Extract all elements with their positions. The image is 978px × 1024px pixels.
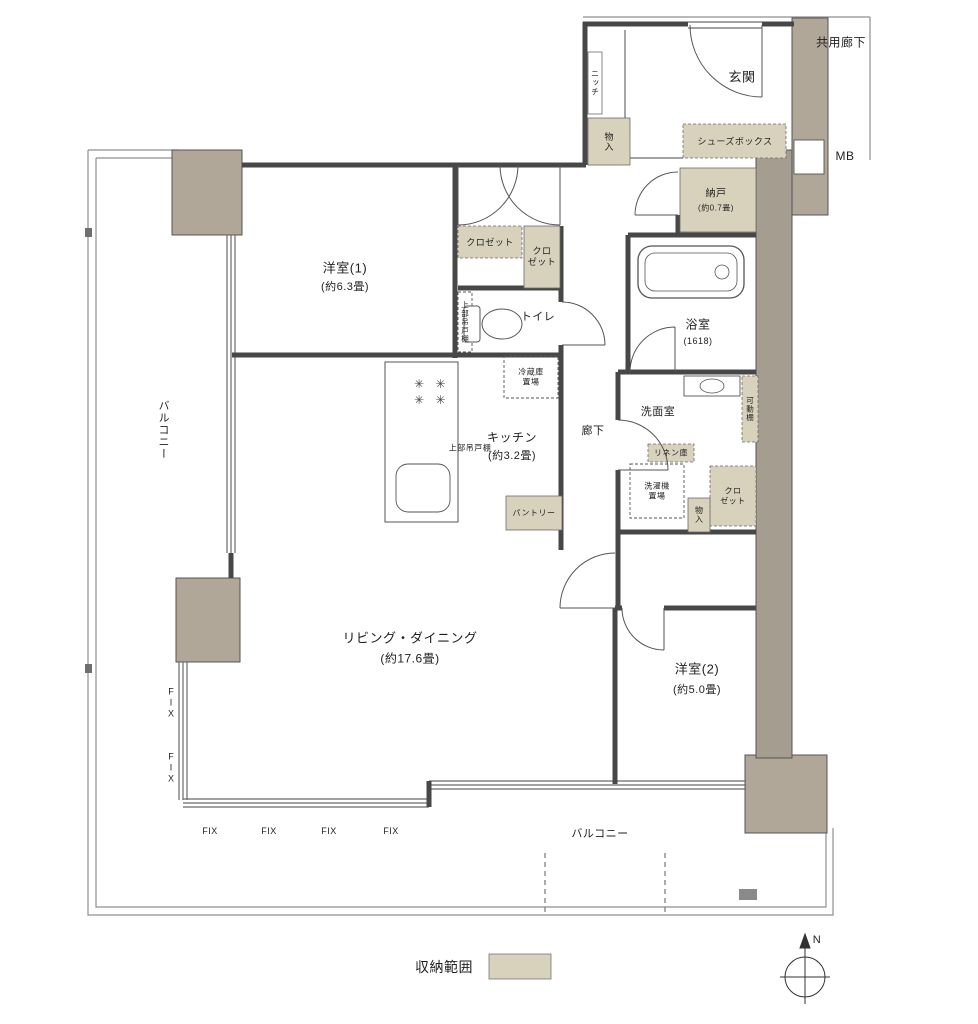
fridge-label: 冷蔵庫 置場 <box>518 367 544 386</box>
nando-door <box>634 171 679 216</box>
movable-shelf <box>741 375 759 443</box>
compass-cross <box>780 946 830 1004</box>
mb-box <box>793 139 825 175</box>
kitchen-sink <box>395 463 451 513</box>
shoes-box <box>682 123 787 159</box>
bathroom-name: 浴室 <box>685 317 711 332</box>
vanity-basin <box>699 378 725 394</box>
rail-post <box>85 664 92 673</box>
shoes-box-label: シューズボックス <box>697 136 773 147</box>
pantry-box <box>505 495 563 531</box>
bathtub-inner <box>644 252 738 292</box>
toilet-label: トイレ <box>520 311 556 323</box>
nando-room <box>679 167 757 233</box>
washer-space <box>629 463 685 519</box>
thin-lines <box>624 30 683 160</box>
niche <box>587 51 603 115</box>
hall-storage-label: 物入 <box>603 132 614 152</box>
pantry-label: パントリー <box>512 508 556 518</box>
closet-c-label: クロ ゼット <box>720 486 746 505</box>
balcony-outline <box>87 16 871 916</box>
column-bottom-right <box>744 754 828 834</box>
fix-label-bottom-4: FIX <box>383 826 399 836</box>
nando-label: 納戸 <box>705 188 727 200</box>
bedroom2-size: (約5.0畳) <box>672 684 722 696</box>
closet-b-label: クロ ゼット <box>527 246 557 267</box>
nando-size-label: (約0.7畳) <box>698 203 734 213</box>
wash-storage-label: 物入 <box>694 506 704 524</box>
fix-label-bottom-3: FIX <box>321 826 337 836</box>
genkan-label: 玄関 <box>728 69 756 85</box>
balcony-left-label: バルコニー <box>157 400 169 460</box>
balcony-drain <box>739 889 757 900</box>
closet-door-right <box>499 164 561 226</box>
toilet-upper-cabinet <box>457 291 473 353</box>
column-mid-left <box>175 577 241 663</box>
living-name: リビング・ダイニング <box>342 630 478 646</box>
column-top-left <box>171 149 243 236</box>
washroom-door <box>617 419 669 471</box>
stove-burners-row1: ✳ ✳ <box>414 377 449 391</box>
bedroom2-name: 洋室(2) <box>674 661 720 677</box>
kitchen-cabinet-label: 上部吊戸棚 <box>448 443 492 453</box>
legend-label: 収納範囲 <box>415 959 473 975</box>
mb-label: MB <box>835 149 855 163</box>
balcony-rail-outer <box>87 16 871 916</box>
balcony-bottom-label: バルコニー <box>571 828 629 840</box>
bedroom1-size: (約6.3畳) <box>320 281 370 293</box>
rail-post <box>85 228 92 237</box>
wash-storage <box>687 497 711 533</box>
kitchen-name: キッチン <box>486 430 538 445</box>
window-bands <box>178 21 762 808</box>
storage-fills <box>391 51 787 533</box>
closet-b <box>523 225 561 289</box>
hall-storage <box>587 117 631 166</box>
washer-label: 洗濯機 置場 <box>644 481 670 500</box>
bath-faucet <box>714 264 730 280</box>
closet-c <box>709 465 757 527</box>
linen-label: リネン庫 <box>654 448 688 458</box>
hallway-label: 廊下 <box>581 425 605 437</box>
common-corridor-label: 共用廊下 <box>815 35 867 50</box>
movable-shelf-label: 可動棚 <box>745 396 755 422</box>
washroom-label: 洗面室 <box>640 406 676 418</box>
balcony-details <box>85 228 757 912</box>
legend-swatch <box>488 953 552 980</box>
bathroom-size: (1618) <box>683 336 713 346</box>
kitchen-size: (約3.2畳) <box>487 450 537 462</box>
compass-north-label: N <box>812 934 822 946</box>
column-top-right <box>791 17 829 216</box>
bedroom2-door <box>621 607 665 651</box>
toilet-cabinet-label: 上部吊戸棚 <box>460 300 470 344</box>
closet-door-left <box>457 164 519 226</box>
fix-label-left-2: FIX <box>166 751 176 785</box>
bathroom-door <box>629 326 676 373</box>
toilet-bowl <box>481 308 523 340</box>
balcony-rail-inner <box>95 157 827 908</box>
toilet-tank <box>463 305 481 343</box>
fix-label-bottom-1: FIX <box>202 826 218 836</box>
niche-label: ニッチ <box>590 69 600 97</box>
entrance-door <box>689 24 763 98</box>
stove-burners-row2: ✳ ✳ <box>414 393 449 407</box>
balcony-partition-dashed <box>544 853 666 912</box>
linen-box <box>647 443 695 463</box>
fix-label-left-1: FIX <box>166 686 176 720</box>
fridge-space <box>503 355 559 399</box>
compass <box>780 932 830 1004</box>
doors <box>457 24 763 651</box>
closet-a-label: クロゼット <box>466 237 514 248</box>
walls <box>228 21 794 807</box>
right-bearing-wall <box>755 149 793 759</box>
fixtures <box>384 139 825 523</box>
bedroom1-name: 洋室(1) <box>322 260 368 276</box>
compass-arrow <box>799 932 811 949</box>
living-door <box>559 552 616 609</box>
living-size: (約17.6畳) <box>380 651 440 666</box>
structural-columns <box>171 17 829 834</box>
toilet-door <box>561 301 606 346</box>
fix-label-bottom-2: FIX <box>261 826 277 836</box>
closet-a <box>457 225 523 259</box>
